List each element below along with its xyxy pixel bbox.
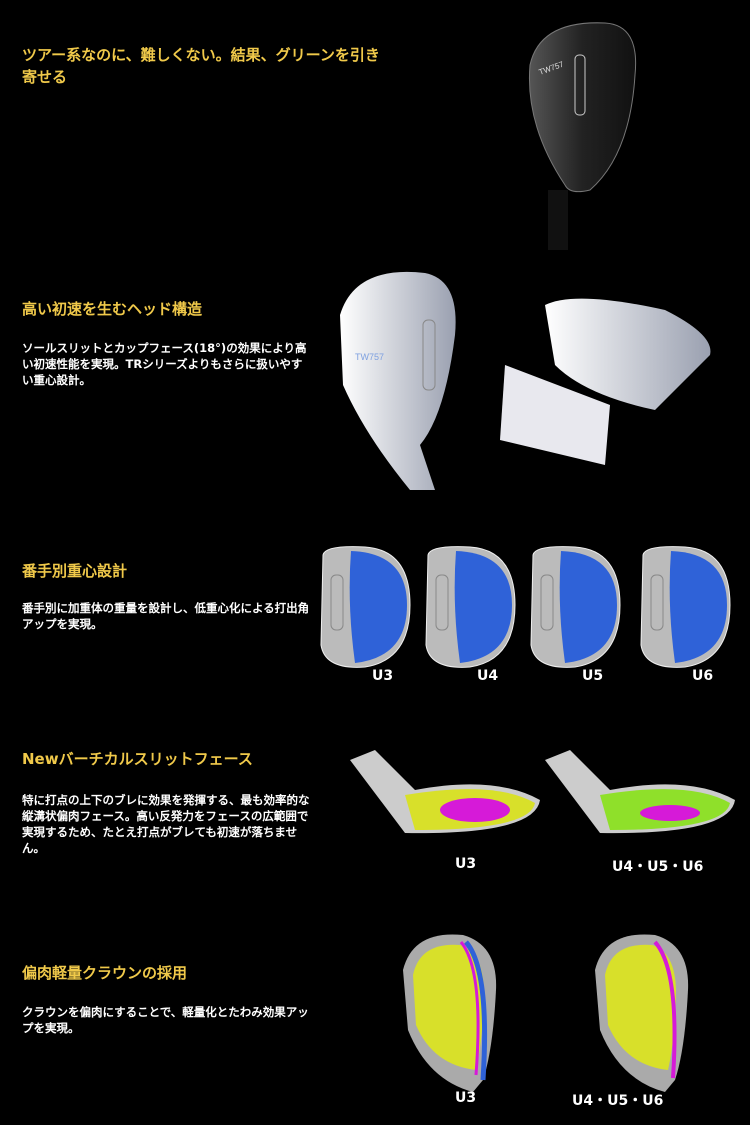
hero-title: ツアー系なのに、難しくない。結果、グリーンを引き寄せる	[22, 46, 380, 86]
model-label: TW757	[355, 352, 384, 362]
club-head-image: TW757	[340, 271, 711, 490]
crown-u3-image	[403, 934, 497, 1092]
label-u3: U3	[372, 668, 394, 684]
section-title: 偏肉軽量クラウンの採用	[22, 964, 188, 982]
club-hero-image: TW757	[528, 22, 637, 250]
cg-head-u5	[530, 546, 621, 668]
label-u456: U4・U5・U6	[612, 859, 704, 875]
cg-head-u6	[640, 546, 731, 668]
section-body: 番手別に加重体の重量を設計し、低重心化による打出角アップを実現。	[22, 601, 310, 631]
label-u3: U3	[455, 1090, 477, 1106]
section-body: クラウンを偏肉にすることで、軽量化とたわみ効果アップを実現。	[22, 1005, 309, 1035]
label-u4: U4	[477, 668, 499, 684]
cg-head-u4	[425, 546, 516, 668]
label-u3: U3	[455, 856, 477, 872]
face-u3-image	[350, 750, 540, 834]
section-title: Newバーチカルスリットフェース	[22, 750, 253, 768]
face-u456-image	[545, 750, 735, 834]
label-u456: U4・U5・U6	[572, 1093, 664, 1109]
section-body: ソールスリットとカップフェース(18°)の効果により高い初速性能を実現。TRシリ…	[22, 341, 307, 387]
label-u6: U6	[692, 668, 714, 684]
section-title: 高い初速を生むヘッド構造	[22, 300, 203, 318]
label-u5: U5	[582, 668, 604, 684]
section-title: 番手別重心設計	[22, 562, 128, 580]
crown-u456-image	[595, 934, 689, 1092]
section-body: 特に打点の上下のブレに効果を発揮する、最も効率的な縦溝状偏肉フェース。高い反発力…	[22, 793, 310, 855]
cg-head-u3	[320, 546, 411, 668]
